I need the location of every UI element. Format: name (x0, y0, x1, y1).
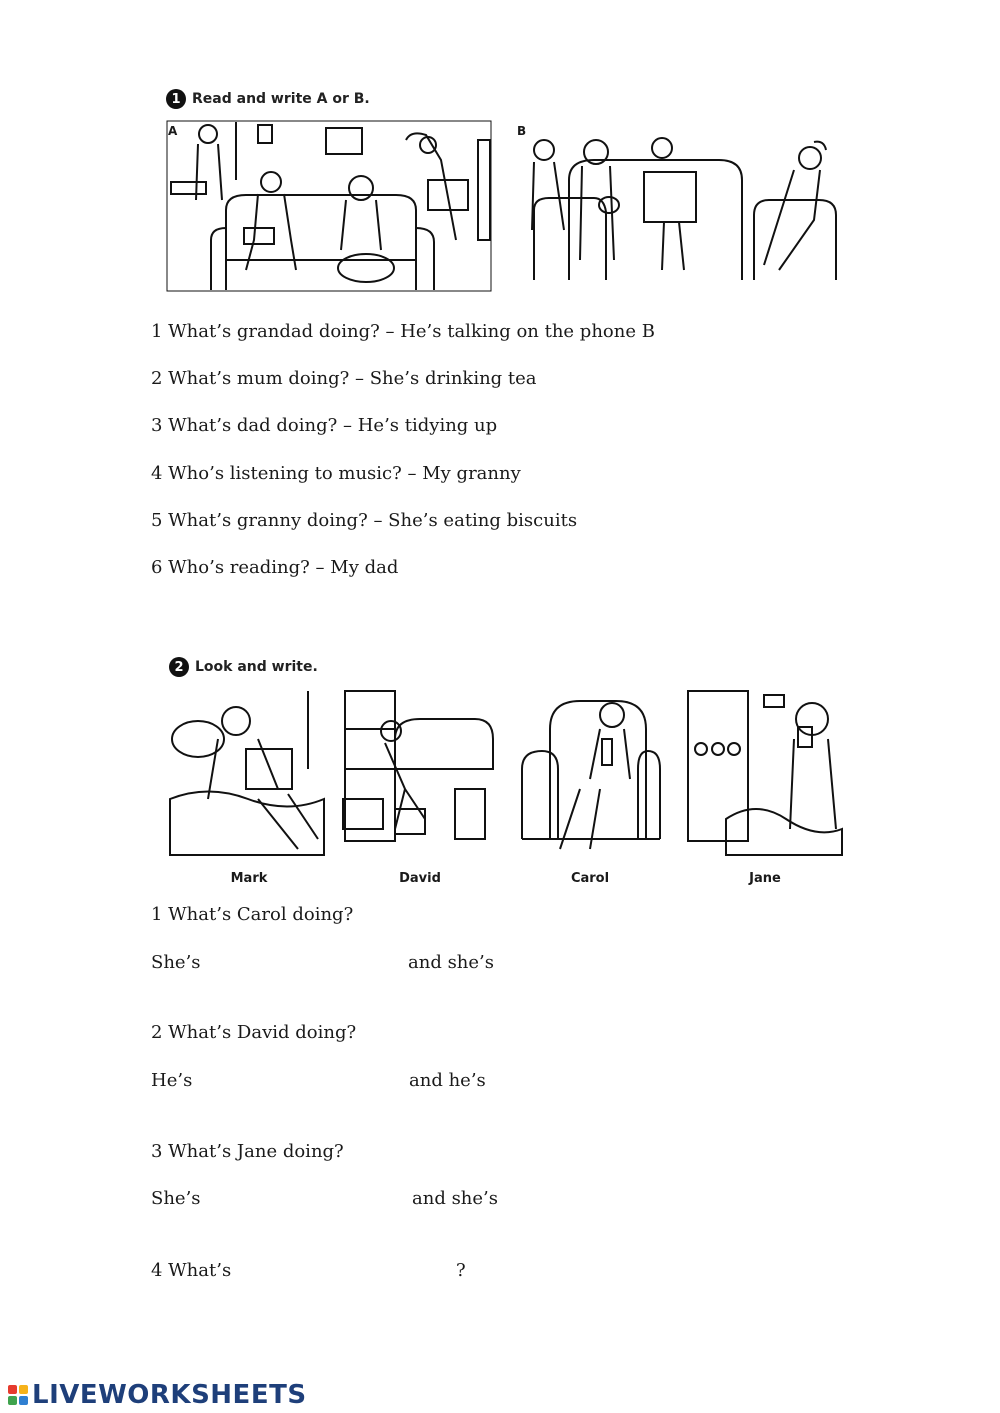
caption-mark: Mark (230, 871, 268, 886)
exercise-1-item-2: 2 What’s mum doing? – She’s drinking tea (151, 368, 537, 389)
david-tidying-illustration (342, 690, 494, 842)
exercise-1-item-6: 6 Who’s reading? – My dad (151, 557, 399, 578)
question-2: 2 What’s David doing? (151, 1022, 357, 1043)
david-picture (335, 689, 495, 857)
question-4-left: 4 What’s (151, 1260, 232, 1281)
answer-1-left: She’s (151, 952, 201, 973)
exercise-1-number: 1 (166, 89, 186, 109)
answer-3-left: She’s (151, 1188, 201, 1209)
panel-a-label: A (168, 124, 178, 138)
carol-picture (520, 689, 662, 857)
answer-2-left: He’s (151, 1070, 193, 1091)
answer-3-right: and she’s (412, 1188, 499, 1209)
carol-armchair-illustration (521, 700, 661, 850)
logo-cube-green (8, 1396, 17, 1405)
answer-1-right: and she’s (408, 952, 495, 973)
mark-reading-illustration (169, 691, 325, 856)
family-picture-a: A (166, 120, 492, 292)
mark-picture (168, 689, 326, 857)
logo-cubes-icon (8, 1385, 28, 1405)
exercise-1-item-1: 1 What’s grandad doing? – He’s talking o… (151, 321, 655, 342)
exercise-1-title: 1 Read and write A or B. (166, 89, 370, 109)
logo-text: LIVEWORKSHEETS (32, 1380, 307, 1410)
exercise-1-item-4: 4 Who’s listening to music? – My granny (151, 463, 521, 484)
exercise-1-item-3: 3 What’s dad doing? – He’s tidying up (151, 415, 498, 436)
logo-cube-yellow (19, 1385, 28, 1394)
exercise-1-instruction: Read and write A or B. (192, 91, 370, 107)
panel-b-label: B (517, 124, 527, 138)
liveworksheets-logo[interactable]: LIVEWORKSHEETS (8, 1380, 307, 1410)
jane-kitchen-illustration (687, 690, 843, 856)
exercise-2-instruction: Look and write. (195, 659, 318, 675)
family-picture-b: B (514, 120, 844, 292)
exercise-2-number: 2 (169, 657, 189, 677)
caption-david: David (399, 871, 441, 886)
living-room-b-illustration (531, 137, 837, 280)
question-4-right: ? (456, 1260, 466, 1281)
caption-jane: Jane (749, 871, 781, 886)
jane-picture (686, 689, 844, 857)
question-1: 1 What’s Carol doing? (151, 904, 354, 925)
question-3: 3 What’s Jane doing? (151, 1141, 344, 1162)
caption-carol: Carol (570, 871, 610, 886)
logo-cube-blue (19, 1396, 28, 1405)
answer-2-right: and he’s (409, 1070, 486, 1091)
exercise-1-item-5: 5 What’s granny doing? – She’s eating bi… (151, 510, 578, 531)
logo-cube-red (8, 1385, 17, 1394)
exercise-2-title: 2 Look and write. (169, 657, 318, 677)
living-room-a-illustration (166, 120, 492, 292)
